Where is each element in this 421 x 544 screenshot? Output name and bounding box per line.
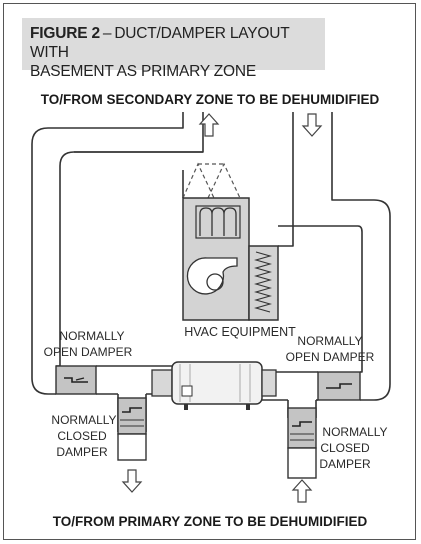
right-open-label-1: NORMALLY [297, 334, 362, 348]
right-closed-label-2: CLOSED [320, 441, 370, 455]
right-closed-damper [287, 407, 317, 479]
dehumidifier-unit [151, 361, 277, 410]
right-open-damper [317, 371, 361, 401]
left-duct-outer [31, 112, 184, 395]
left-closed-damper [117, 397, 147, 461]
arrow-up-supply-icon [198, 113, 220, 137]
bottom-heading: TO/FROM PRIMARY ZONE TO BE DEHUMIDIFIED [53, 514, 368, 529]
left-closed-label-3: DAMPER [56, 445, 108, 459]
caption-title-line2: BASEMENT AS PRIMARY ZONE [30, 63, 257, 80]
arrow-down-primary-icon [121, 469, 143, 493]
figure-caption: FIGURE 2–DUCT/DAMPER LAYOUT WITH BASEMEN… [22, 18, 325, 80]
filter-zigzag-icon [253, 251, 273, 313]
right-open-label-2: OPEN DAMPER [286, 350, 375, 364]
left-duct-inner [56, 112, 204, 367]
arrow-up-primary-icon [291, 479, 313, 503]
left-closed-label-1: NORMALLY [51, 413, 116, 427]
left-open-damper [55, 365, 97, 395]
arrow-down-return-icon [301, 113, 323, 137]
right-duct-inner-top [278, 112, 294, 247]
coil-icon [199, 207, 237, 236]
figure-label: FIGURE 2 [30, 25, 100, 42]
left-open-label-1: NORMALLY [59, 329, 124, 343]
damper-labels: NORMALLY OPEN DAMPER NORMALLY OPEN DAMPE… [44, 329, 388, 471]
filter-section [248, 245, 279, 321]
top-heading: TO/FROM SECONDARY ZONE TO BE DEHUMIDIFIE… [41, 92, 380, 107]
hvac-equipment [182, 197, 279, 321]
flow-arrows [121, 113, 323, 503]
left-closed-label-2: CLOSED [57, 429, 107, 443]
blower-housing-icon [186, 257, 238, 295]
hvac-label: HVAC EQUIPMENT [184, 325, 296, 339]
blower-wheel-icon [206, 273, 224, 291]
left-open-label-2: OPEN DAMPER [44, 345, 133, 359]
caption-separator: – [102, 25, 112, 42]
right-closed-label-3: DAMPER [319, 457, 371, 471]
caption-title-line1: DUCT/DAMPER LAYOUT WITH [30, 25, 290, 61]
right-closed-label-1: NORMALLY [322, 425, 387, 439]
supply-dashed-outline [182, 162, 241, 199]
right-duct-outer [331, 112, 391, 401]
